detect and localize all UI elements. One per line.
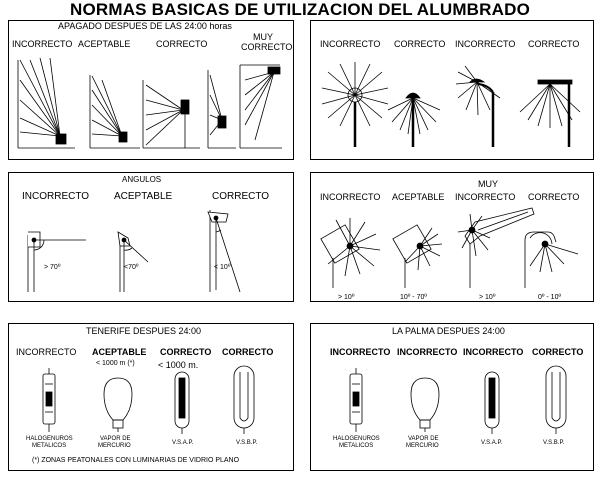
- label-muy: MUY: [478, 179, 498, 189]
- panel-apagado-heading: APAGADO DESPUES DE LAS 24:00 horas: [58, 21, 232, 31]
- panel-flujo: [310, 172, 594, 302]
- label-aceptable: ACEPTABLE: [392, 192, 445, 202]
- panel-lapalma-heading: LA PALMA DESPUES 24:00: [392, 326, 505, 336]
- label-incorrecto: INCORRECTO: [320, 192, 381, 202]
- label-aceptable: ACEPTABLE: [114, 191, 173, 202]
- lamp-label: V.S.A.P.: [172, 440, 194, 446]
- lamp-label: V.S.A.P.: [481, 440, 503, 446]
- panel-angulos: [8, 172, 294, 302]
- angle-label: 0º - 10º: [538, 294, 562, 301]
- label-muy: MUY: [253, 32, 273, 42]
- panel-tenerife-heading: TENERIFE DESPUES 24:00: [86, 326, 202, 336]
- label-correcto: CORRECTO: [212, 191, 270, 202]
- lamp-label: VAPOR DE: [408, 436, 439, 442]
- page-title: NORMAS BASICAS DE UTILIZACION DEL ALUMBR…: [69, 0, 531, 19]
- label-correcto: CORRECTO: [160, 347, 212, 357]
- lamp-label: V.S.B.P.: [236, 440, 258, 446]
- label-incorrecto: INCORRECTO: [320, 39, 381, 49]
- label-incorrecto: INCORRECTO: [12, 39, 73, 49]
- label-correcto: CORRECTO: [528, 39, 580, 49]
- angle-label: < 10º: [214, 264, 231, 271]
- label-incorrecto: INCORRECTO: [397, 347, 458, 357]
- angle-label: <70º: [124, 264, 139, 271]
- label-incorrecto: INCORRECTO: [16, 347, 77, 357]
- panel-tenerife: [8, 323, 294, 471]
- label-incorrecto: INCORRECTO: [455, 39, 516, 49]
- lamp-label: MERCURIO: [406, 443, 439, 449]
- label-incorrecto: INCORRECTO: [463, 347, 524, 357]
- angle-label: > 10º: [479, 294, 496, 301]
- sub-aceptable: < 1000 m (*): [96, 360, 135, 367]
- label-aceptable: ACEPTABLE: [78, 39, 131, 49]
- sub-correcto: < 1000 m.: [158, 360, 199, 370]
- label-correcto: CORRECTO: [528, 192, 580, 202]
- footnote: (*) ZONAS PEATONALES CON LUMINARIAS DE V…: [32, 457, 240, 464]
- panel-lapalma: [310, 323, 594, 471]
- lamp-label: MERCURIO: [98, 443, 131, 449]
- label-correcto: CORRECTO: [394, 39, 446, 49]
- label-correcto: CORRECTO: [532, 347, 584, 357]
- label-aceptable: ACEPTABLE: [92, 347, 147, 357]
- panel-angulos-heading: ANGULOS: [122, 175, 162, 184]
- lamp-label: METALICOS: [339, 443, 374, 449]
- lamp-label: VAPOR DE: [100, 436, 131, 442]
- angle-label: > 70º: [44, 264, 61, 271]
- panel-apagado: [8, 20, 294, 160]
- label-correcto: CORRECTO: [156, 39, 208, 49]
- angle-label: 10º - 70º: [400, 294, 427, 301]
- lamp-label: HALOGENUROS: [333, 436, 380, 442]
- label-incorrecto: INCORRECTO: [330, 347, 391, 357]
- label-incorrecto: INCORRECTO: [455, 192, 516, 202]
- label-muy-correcto: CORRECTO: [241, 42, 293, 52]
- label-incorrecto: INCORRECTO: [22, 191, 90, 202]
- lamp-label: V.S.B.P.: [543, 440, 565, 446]
- lamp-label: HALOGENUROS: [26, 436, 73, 442]
- angle-label: > 10º: [338, 294, 355, 301]
- panel-luminarias: [310, 20, 594, 160]
- lamp-label: METALICOS: [32, 443, 67, 449]
- label-correcto: CORRECTO: [222, 347, 274, 357]
